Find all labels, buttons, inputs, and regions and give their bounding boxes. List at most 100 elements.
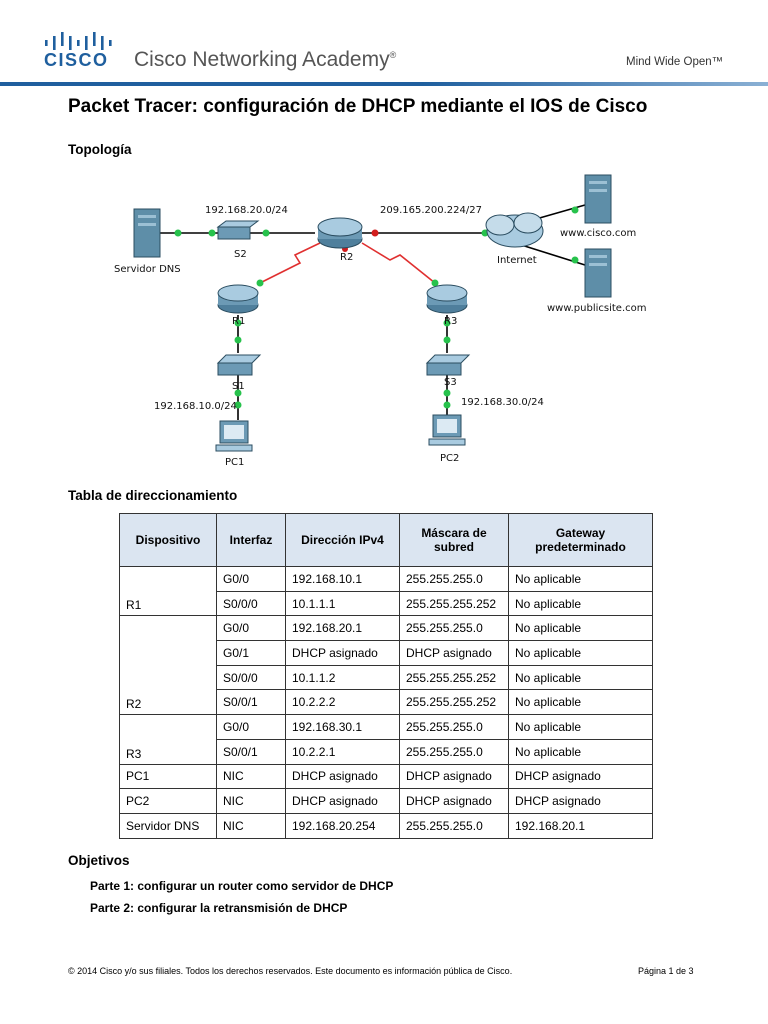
page-title: Packet Tracer: configuración de DHCP med…: [68, 96, 648, 117]
device-cell: PC1: [119, 763, 217, 790]
table-cell: 255.255.255.0: [399, 714, 509, 740]
table-cell: 10.2.2.2: [285, 689, 400, 716]
table-cell: No aplicable: [508, 738, 653, 765]
dns-server-icon: [133, 208, 161, 258]
footer-copyright: © 2014 Cisco y/o sus filiales. Todos los…: [68, 966, 513, 976]
label-internet: Internet: [497, 255, 537, 266]
table-cell: DHCP asignado: [399, 788, 509, 814]
pc1-icon: [215, 420, 253, 452]
label-net-10: 192.168.10.0/24: [154, 401, 237, 412]
column-header: Dispositivo: [119, 513, 217, 567]
addressing-table: Dispositivo Interfaz Dirección IPv4 Másc…: [119, 513, 653, 839]
switch-s3-icon: [425, 354, 471, 376]
table-row: R1 G0/0 192.168.10.1 255.255.255.0 No ap…: [119, 565, 653, 617]
section-heading-objectives: Objetivos: [68, 853, 130, 868]
table-cell: NIC: [216, 763, 286, 790]
label-net-209: 209.165.200.224/27: [380, 205, 482, 216]
table-row: S0/0/1 10.2.2.2 255.255.255.252 No aplic…: [120, 689, 653, 716]
column-header: Máscara de subred: [399, 513, 509, 567]
internet-cloud-icon: [485, 212, 544, 248]
cisco-web-server-icon: [584, 174, 612, 224]
device-cell: R2: [119, 615, 217, 716]
label-pc1: PC1: [225, 457, 244, 468]
table-cell: 192.168.20.1: [508, 812, 653, 839]
cisco-logo-bars: [45, 32, 112, 50]
table-cell: S0/0/1: [216, 738, 286, 765]
table-cell: No aplicable: [508, 714, 653, 740]
table-cell: G0/0: [216, 566, 286, 592]
table-cell: DHCP asignado: [285, 763, 400, 790]
table-row: R3 G0/0 192.168.30.1 255.255.255.0 No ap…: [119, 714, 653, 765]
table-cell: 10.1.1.2: [285, 664, 400, 691]
label-dns: Servidor DNS: [114, 264, 181, 275]
table-cell: No aplicable: [508, 689, 653, 716]
switch-s1-icon: [216, 354, 262, 376]
table-cell: S0/0/1: [216, 689, 286, 716]
table-cell: S0/0/0: [216, 590, 286, 617]
section-heading-addressing: Tabla de direccionamiento: [68, 488, 238, 503]
table-cell: No aplicable: [508, 566, 653, 592]
table-header-row: Dispositivo Interfaz Dirección IPv4 Másc…: [119, 513, 653, 567]
header-rule: [0, 82, 768, 86]
table-cell: 255.255.255.252: [399, 689, 509, 716]
label-cisco-site: www.cisco.com: [560, 228, 636, 239]
table-cell: 192.168.20.254: [285, 812, 400, 839]
table-cell: 192.168.10.1: [285, 566, 400, 592]
label-r3: R3: [444, 316, 457, 327]
label-public-site: www.publicsite.com: [547, 303, 646, 314]
table-cell: 255.255.255.0: [399, 566, 509, 592]
serial-links: [259, 242, 436, 284]
table-cell: DHCP asignado: [285, 640, 400, 666]
switch-s2-icon: [216, 220, 260, 240]
table-cell: No aplicable: [508, 664, 653, 691]
column-header: Gateway predeterminado: [508, 513, 653, 567]
section-heading-topology: Topología: [68, 142, 132, 157]
footer-page-number: Página 1 de 3: [638, 966, 694, 976]
device-cell: Servidor DNS: [119, 812, 217, 839]
table-row: G0/1 DHCP asignado DHCP asignado No apli…: [120, 640, 653, 666]
table-cell: 255.255.255.252: [399, 590, 509, 617]
device-cell: R3: [119, 714, 217, 765]
device-cell: R1: [119, 565, 217, 617]
column-header: Dirección IPv4: [285, 513, 400, 567]
table-cell: DHCP asignado: [285, 788, 400, 814]
label-pc2: PC2: [440, 453, 459, 464]
label-s2: S2: [234, 249, 247, 260]
table-cell: DHCP asignado: [399, 763, 509, 790]
table-cell: S0/0/0: [216, 664, 286, 691]
table-cell: No aplicable: [508, 640, 653, 666]
table-cell: 192.168.30.1: [285, 714, 400, 740]
label-net-20: 192.168.20.0/24: [205, 205, 288, 216]
router-r3-icon: [426, 284, 468, 314]
port-down-indicator: [371, 229, 379, 237]
table-cell: DHCP asignado: [508, 788, 653, 814]
table-cell: 192.168.20.1: [285, 615, 400, 642]
column-header: Interfaz: [216, 513, 286, 567]
label-r1: R1: [232, 316, 245, 327]
table-cell: 10.2.2.1: [285, 738, 400, 765]
device-cell: PC2: [119, 788, 217, 814]
table-row: Servidor DNS NIC 192.168.20.254 255.255.…: [119, 812, 653, 839]
table-cell: NIC: [216, 812, 286, 839]
objective-item: Parte 1: configurar un router como servi…: [90, 879, 394, 893]
router-r2-icon: [317, 217, 363, 249]
table-row: PC2 NIC DHCP asignado DHCP asignado DHCP…: [119, 788, 653, 814]
page-header: CISCO Cisco Networking Academy® Mind Wid…: [0, 0, 768, 88]
table-cell: DHCP asignado: [508, 763, 653, 790]
cisco-logo-text: CISCO: [44, 50, 109, 70]
topology-diagram: Servidor DNS S2 R2 R1 R3 S1 S3 PC1 PC2 I…: [114, 174, 646, 468]
table-cell: G0/0: [216, 615, 286, 642]
label-net-30: 192.168.30.0/24: [461, 397, 544, 408]
tagline: Mind Wide Open™: [626, 56, 724, 68]
table-row: R2 G0/0 192.168.20.1 255.255.255.0 No ap…: [119, 615, 653, 716]
table-cell: 255.255.255.0: [399, 738, 509, 765]
table-cell: G0/1: [216, 640, 286, 666]
table-cell: 10.1.1.1: [285, 590, 400, 617]
public-web-server-icon: [584, 248, 612, 298]
table-row: S0/0/1 10.2.2.1 255.255.255.0 No aplicab…: [120, 738, 653, 765]
table-cell: 255.255.255.0: [399, 615, 509, 642]
table-cell: DHCP asignado: [399, 640, 509, 666]
table-row: PC1 NIC DHCP asignado DHCP asignado DHCP…: [119, 763, 653, 790]
table-cell: NIC: [216, 788, 286, 814]
table-cell: No aplicable: [508, 615, 653, 642]
